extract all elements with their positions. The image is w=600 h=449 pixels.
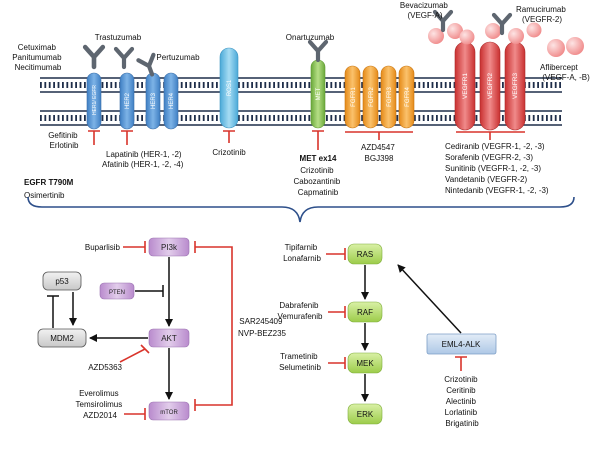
downstream-brace xyxy=(27,196,575,223)
raf-inhibitor-labels: Dabrafenib Vemurafenib xyxy=(278,301,323,321)
ros1-tki-label: Crizotinib xyxy=(212,148,246,157)
ras-inhibitor-labels: Tipifarnib Lonafarnib xyxy=(283,243,321,263)
node-mek: MEK xyxy=(347,352,383,374)
left-panel-inhibition xyxy=(119,241,233,420)
receptor-vegfr1: VEGFR1 xyxy=(454,41,476,131)
onartuzumab-label: Onartuzumab xyxy=(286,33,335,42)
left-panel-connectors xyxy=(47,257,173,400)
receptor-fgfr2: FGFR2 xyxy=(362,65,379,129)
met-ex14-title: MET ex14 xyxy=(300,154,337,163)
buparlisib-label: Buparlisib xyxy=(85,243,121,252)
cetuximab-labels: Cetuximab Panitumumab Necitimumab xyxy=(12,43,64,72)
ras-label: RAS xyxy=(357,250,373,259)
node-mtor: mTOR xyxy=(148,401,190,421)
antibody-icon-ramucirumab xyxy=(491,12,513,36)
met-tki-labels: Crizotinib Cabozantinib Capmatinib xyxy=(294,166,343,197)
raf-label: RAF xyxy=(357,308,373,317)
vegf-ligands xyxy=(428,22,584,57)
her2-label: HER2 xyxy=(125,92,131,109)
node-p53: p53 xyxy=(42,271,82,291)
node-raf: RAF xyxy=(347,301,383,323)
receptor-fgfr4: FGFR4 xyxy=(398,65,415,129)
receptor-vegfr2: VEGFR2 xyxy=(479,41,501,131)
osimertinib-label: Osimertinib xyxy=(24,191,65,200)
pi3k-label: PI3k xyxy=(161,243,178,252)
node-pten: PTEN xyxy=(99,282,135,300)
right-panel-connectors xyxy=(361,264,462,402)
receptor-met: MET xyxy=(310,59,326,129)
her2-tki-labels: Lapatinib (HER-1, -2) Afatinib (HER-1, -… xyxy=(102,150,184,169)
vegfr1-label: VEGFR1 xyxy=(462,73,469,99)
mek-label: MEK xyxy=(356,359,374,368)
fgfr-tki-labels: AZD4547 BGJ398 xyxy=(361,143,397,163)
node-ras: RAS xyxy=(347,243,383,265)
azd5363-label: AZD5363 xyxy=(88,363,122,372)
aflibercept-label: Aflibercept (VEGF-A, -B) xyxy=(540,63,590,82)
eml4-alk-label: EML4-ALK xyxy=(442,340,481,349)
her3-label: HER3 xyxy=(151,92,157,109)
antibody-icon-pertuzumab xyxy=(136,52,156,77)
right-panel-inhibition xyxy=(326,248,467,371)
receptor-her3: HER3 xyxy=(145,72,161,130)
receptor-fgfr1: FGFR1 xyxy=(344,65,361,129)
mek-inhibitor-labels: Trametinib Selumetinib xyxy=(279,352,321,372)
mtor-label: mTOR xyxy=(160,410,178,416)
node-eml4-alk: EML4-ALK xyxy=(426,333,497,355)
node-mdm2: MDM2 xyxy=(37,328,87,348)
receptor-fgfr3: FGFR3 xyxy=(380,65,397,129)
vegfr-tki-labels: Cediranib (VEGFR-1, -2, -3) Sorafenib (V… xyxy=(445,142,549,195)
akt-label: AKT xyxy=(161,334,177,343)
vegfr2-label: VEGFR2 xyxy=(487,73,494,99)
antibody-icon-cetuximab xyxy=(82,44,106,70)
vegfr3-label: VEGFR3 xyxy=(512,73,519,99)
node-pi3k: PI3k xyxy=(148,237,190,257)
egfr-tki-labels: Gefitinib Erlotinib xyxy=(48,131,80,150)
antibody-icon-trastuzumab xyxy=(113,46,135,70)
her1-label: HER1/ EGFR xyxy=(92,85,98,115)
fgfr2-label: FGFR2 xyxy=(369,87,375,107)
mdm2-label: MDM2 xyxy=(50,334,74,343)
receptor-her2: HER2 xyxy=(119,72,135,130)
dual-inhibitor-labels: SAR245409 NVP-BEZ235 xyxy=(238,317,287,338)
fgfr3-label: FGFR3 xyxy=(387,87,393,107)
met-label: MET xyxy=(316,87,322,100)
mtor-inhibitor-labels: Everolimus Temsirolimus AZD2014 xyxy=(76,389,125,420)
node-erk: ERK xyxy=(347,403,383,425)
node-akt: AKT xyxy=(148,328,190,348)
ramucirumab-label: Ramucirumab (VEGFR-2) xyxy=(516,5,568,24)
fgfr4-label: FGFR4 xyxy=(405,87,411,107)
pertuzumab-label: Pertuzumab xyxy=(156,53,200,62)
ros1-label: ROS1 xyxy=(227,79,233,96)
receptor-vegfr3: VEGFR3 xyxy=(504,41,526,131)
pten-label: PTEN xyxy=(109,290,125,296)
trastuzumab-label: Trastuzumab xyxy=(95,33,142,42)
p53-label: p53 xyxy=(55,277,69,286)
egfr-t790m-title: EGFR T790M xyxy=(24,178,74,187)
erk-label: ERK xyxy=(357,410,374,419)
receptor-inhibition-bars xyxy=(88,130,525,150)
antibody-icon-onartuzumab xyxy=(307,39,329,63)
alk-inhibitor-labels: Crizotinib Ceritinib Alectinib Lorlatini… xyxy=(444,375,480,428)
receptor-her1: HER1/ EGFR xyxy=(86,72,102,130)
antibody-icon-bevacizumab xyxy=(432,9,454,33)
bevacizumab-label: Bevacizumab (VEGF-A) xyxy=(400,1,450,20)
her4-label: HER4 xyxy=(169,92,175,109)
fgfr1-label: FGFR1 xyxy=(351,87,357,107)
receptor-ros1: ROS1 xyxy=(219,47,239,129)
receptor-her4: HER4 xyxy=(163,72,179,130)
